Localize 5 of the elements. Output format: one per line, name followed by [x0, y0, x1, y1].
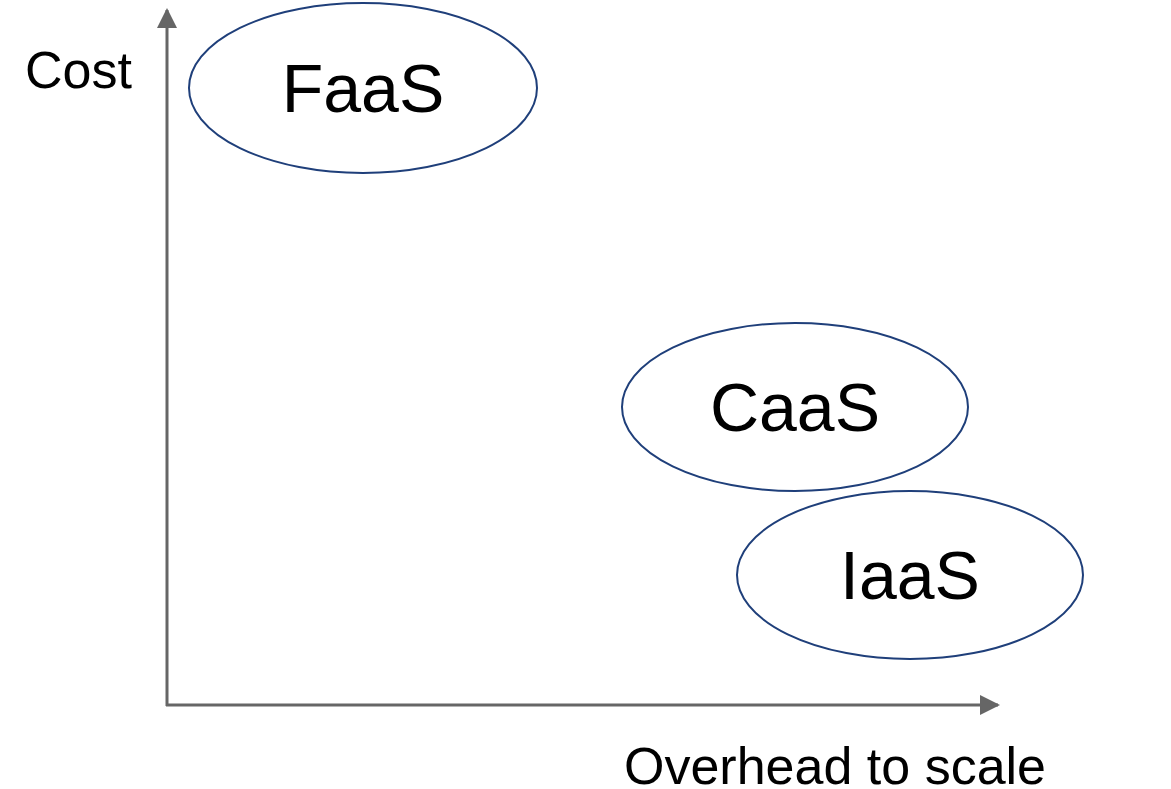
- node-label: CaaS: [709, 368, 881, 446]
- axis-title: Overhead to scale: [624, 740, 1047, 789]
- node-label: IaaS: [840, 536, 980, 614]
- axis-title: Cost: [25, 44, 132, 96]
- node-label: FaaS: [281, 49, 445, 127]
